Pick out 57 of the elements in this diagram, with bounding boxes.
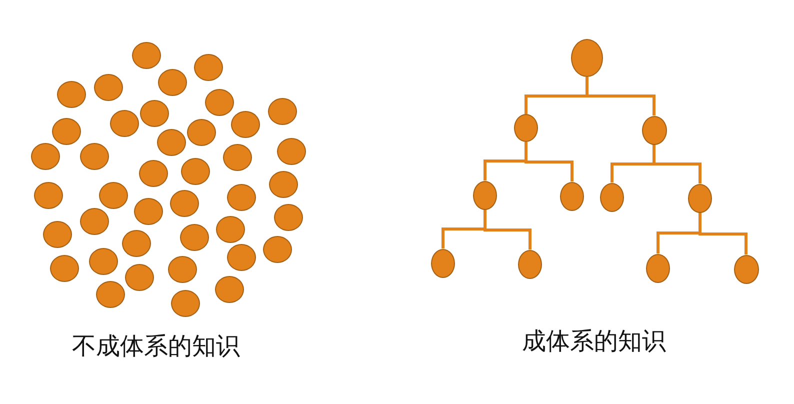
caption-label: 不成体系的知识 <box>72 333 240 362</box>
circle-node <box>642 116 666 144</box>
circle-node <box>571 39 603 77</box>
circle-node <box>180 158 210 184</box>
circle-node <box>514 114 538 142</box>
circle-node <box>94 74 122 100</box>
circle-node <box>268 98 296 124</box>
circle-node <box>262 236 292 262</box>
circle-node <box>194 54 222 80</box>
circle-node <box>216 216 244 242</box>
circle-node <box>186 118 216 146</box>
circle-node <box>132 42 160 68</box>
circle-node <box>226 184 256 210</box>
circle-node <box>170 290 200 316</box>
circle-node <box>134 198 162 224</box>
connector-line <box>698 212 748 254</box>
circle-node <box>473 180 497 210</box>
circle-node <box>80 142 108 170</box>
circle-node <box>138 160 168 186</box>
circle-node <box>274 204 302 230</box>
circle-node <box>230 110 260 138</box>
circle-node <box>158 68 186 96</box>
circle-node <box>56 80 86 108</box>
circle-node <box>168 256 196 282</box>
circle-node <box>80 208 108 234</box>
caption-label: 成体系的知识 <box>522 328 666 357</box>
circle-node <box>88 248 118 274</box>
circle-node <box>734 254 758 284</box>
connector-line <box>652 144 702 184</box>
circle-node <box>122 230 150 256</box>
circle-node <box>110 110 138 136</box>
circle-node <box>222 144 252 170</box>
circle-node <box>226 244 256 270</box>
circle-node <box>518 250 542 278</box>
circle-node <box>156 128 186 156</box>
circle-node <box>646 254 670 282</box>
circle-node <box>34 182 62 208</box>
circle-node <box>124 264 154 290</box>
circle-node <box>96 280 124 308</box>
circle-node <box>276 138 306 164</box>
circle-node <box>204 88 234 116</box>
circle-node <box>170 190 198 216</box>
circle-node <box>268 170 298 198</box>
circle-node <box>98 182 128 208</box>
circle-node <box>50 254 78 282</box>
circle-node <box>42 220 72 248</box>
circle-node <box>140 100 168 126</box>
connector-line <box>484 210 532 250</box>
circle-node <box>560 182 584 210</box>
circle-node <box>52 118 80 144</box>
circle-node <box>431 248 455 278</box>
circle-node <box>214 276 244 302</box>
circle-node <box>180 224 208 250</box>
circle-node <box>688 184 712 212</box>
circle-node <box>30 142 60 170</box>
circle-node <box>600 182 624 212</box>
connector-line <box>586 77 656 116</box>
